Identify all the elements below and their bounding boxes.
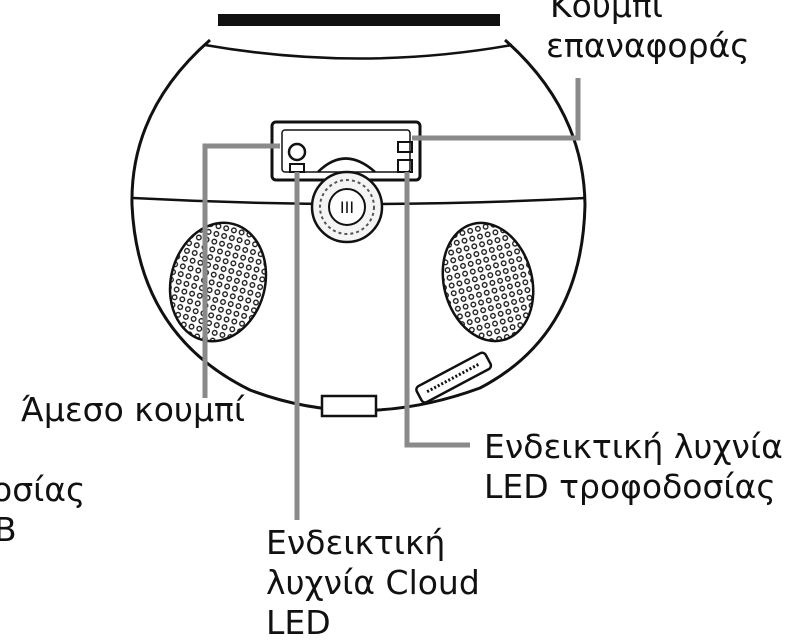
reset-button-label-line2: επαναφοράς [546, 26, 750, 65]
center-knob-ring [319, 179, 375, 235]
top-cap [218, 14, 500, 26]
center-knob-inner [328, 188, 366, 226]
panel-arch [317, 157, 376, 173]
power-led-label-line1: Ενδεικτική λυχνία [484, 427, 783, 466]
cloud-led-label-line2: λυχνία Cloud [266, 563, 480, 602]
reset-button-label-line1: Κουμπί [550, 0, 663, 25]
cloud-led-label-line3: LED [266, 603, 331, 642]
button-panel-inner [281, 129, 411, 173]
power-led-label-line2: LED τροφοδοσίας [484, 467, 776, 506]
cloud-led-dot [289, 163, 305, 173]
reset-button-dot [397, 141, 413, 153]
speaker-grille-right [441, 221, 535, 343]
direct-button-label: Άμεσο κουμπί [21, 390, 246, 429]
leader-direct-button [202, 143, 280, 398]
leader-power-led [404, 172, 470, 448]
center-knob-mark: III [340, 198, 354, 217]
usb-power-label-line2: B [0, 510, 17, 549]
cloud-led-label-line1: Ενδεικτική [266, 523, 446, 562]
direct-button-dot [287, 142, 307, 162]
speaker-grille-left [168, 221, 268, 343]
bottom-port [320, 394, 378, 418]
usb-power-label-line1: οσίας [0, 470, 86, 509]
usb-slot [415, 351, 493, 404]
leader-reset [412, 78, 581, 141]
cap-rim [204, 43, 513, 60]
